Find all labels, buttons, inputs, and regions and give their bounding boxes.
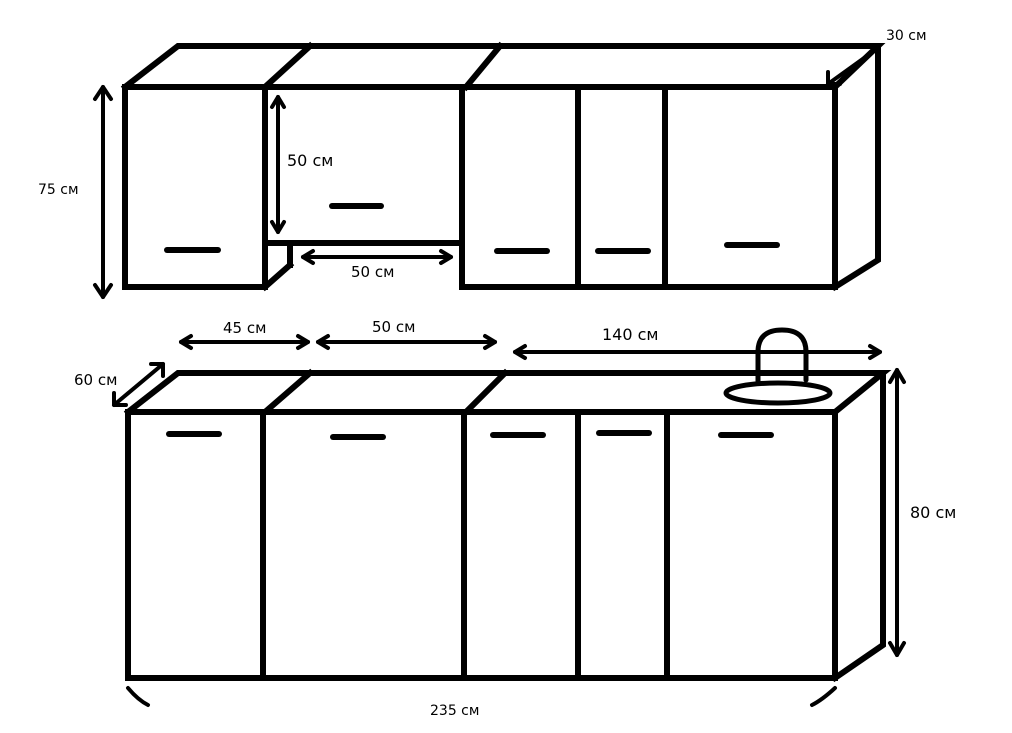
niche-width-arrow [301, 249, 453, 265]
lower-width-left-arrow [179, 334, 310, 350]
label-lower-width-right: 140 см [602, 325, 659, 344]
lower-cabinet-body [125, 409, 838, 681]
upper-cabinet-left [122, 84, 268, 290]
label-lower-width-left: 45 см [223, 319, 266, 337]
label-lower-depth: 60 см [74, 371, 117, 389]
lower-width-right-arrow [513, 344, 882, 360]
lower-side-panel [830, 370, 886, 683]
countertop [123, 368, 892, 417]
lower-width-middle-arrow [316, 334, 497, 350]
niche-height-arrow [270, 95, 286, 234]
lower-depth-arrow [112, 362, 165, 407]
label-lower-height: 80 см [910, 503, 956, 522]
sink-basin [723, 380, 833, 406]
sink-faucet [755, 327, 809, 386]
upper-side-panel [830, 43, 881, 292]
label-niche-width: 50 см [351, 263, 394, 281]
label-niche-height: 50 см [287, 151, 333, 170]
upper-cabinets [120, 41, 886, 292]
total-width-arrow [126, 686, 837, 707]
upper-cabinet-right-block [459, 84, 838, 290]
lower-cabinets [123, 327, 892, 683]
upper-depth-arrow [826, 46, 880, 86]
lower-height-arrow [888, 368, 906, 657]
upper-top-surface [120, 41, 886, 92]
label-upper-depth: 30 см [886, 28, 927, 44]
label-lower-width-middle: 50 см [372, 318, 415, 336]
label-total-width: 235 см [430, 703, 479, 719]
upper-height-arrow [93, 85, 113, 299]
label-upper-height: 75 см [38, 182, 79, 198]
